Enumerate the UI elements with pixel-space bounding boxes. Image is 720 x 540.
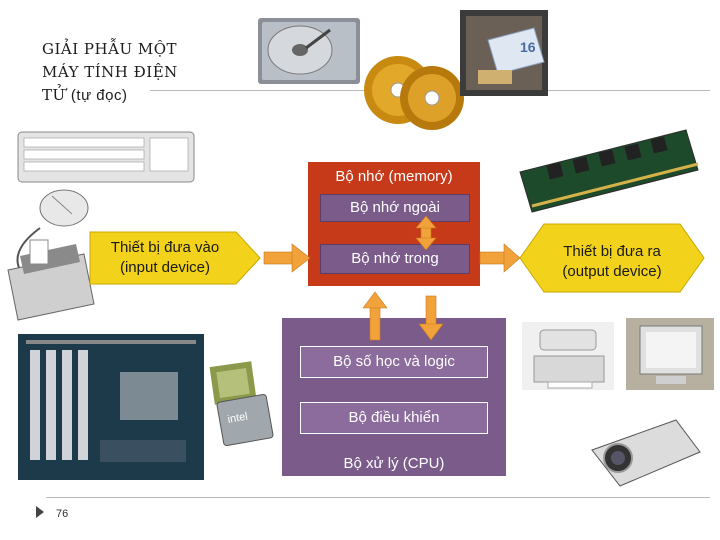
output-device-line-2: (output device) [562,263,662,280]
chip-brand-label: intel [227,411,249,426]
alu-box: Bộ số học và logic [300,346,488,378]
svg-text:16: 16 [520,39,536,55]
mouse-icon [16,189,89,271]
memory-card-icon: 16 [460,10,548,96]
footer-rule [46,497,710,498]
projector-icon [591,419,701,487]
arrow-input-to-memory [263,243,311,273]
ram-stick-icon [519,129,699,213]
title-line-3-sub: (tự đọc) [70,87,128,104]
slide-title: GIẢI PHẪU MỘT MÁY TÍNH ĐIỆN TỬ (tự đọc) [42,38,242,107]
external-memory-box: Bộ nhớ ngoài [320,194,470,222]
arrow-memory-to-output [479,243,521,273]
arrow-external-internal-memory [415,215,437,251]
keyboard-icon [17,131,195,183]
input-device-line-1: Thiết bị đưa vào [110,239,220,256]
input-device-arrow [89,231,261,285]
arrow-memory-to-cpu [418,295,444,341]
cd-disks-icon [364,56,464,130]
cpu-chip-icon: intel [209,361,274,447]
hard-disk-icon [258,18,360,84]
printer-icon [522,322,614,390]
cpu-label: Bộ xử lý (CPU) [343,455,445,472]
motherboard-icon [18,334,204,480]
control-unit-box: Bộ điều khiển [300,402,488,434]
scanner-icon [7,239,95,321]
input-device-line-2: (input device) [119,259,211,276]
memory-label: Bộ nhớ (memory) [335,168,453,185]
page-marker-icon [36,506,44,518]
title-line-1: GIẢI PHẪU MỘT [42,40,178,58]
input-device-label: Thiết bị đưa vào (input device) [90,238,240,278]
output-device-line-1: Thiết bị đưa ra [563,243,661,260]
cpu-block [282,318,506,476]
output-device-label: Thiết bị đưa ra (output device) [532,242,692,282]
title-line-3: TỬ (tự đọc) [42,84,242,107]
arrow-cpu-to-memory [362,291,388,341]
monitor-icon [626,318,714,390]
internal-memory-box: Bộ nhớ trong [320,244,470,274]
title-line-2: MÁY TÍNH ĐIỆN [42,63,178,81]
page-number: 76 [56,508,69,520]
title-line-3-main: TỬ [42,86,71,104]
